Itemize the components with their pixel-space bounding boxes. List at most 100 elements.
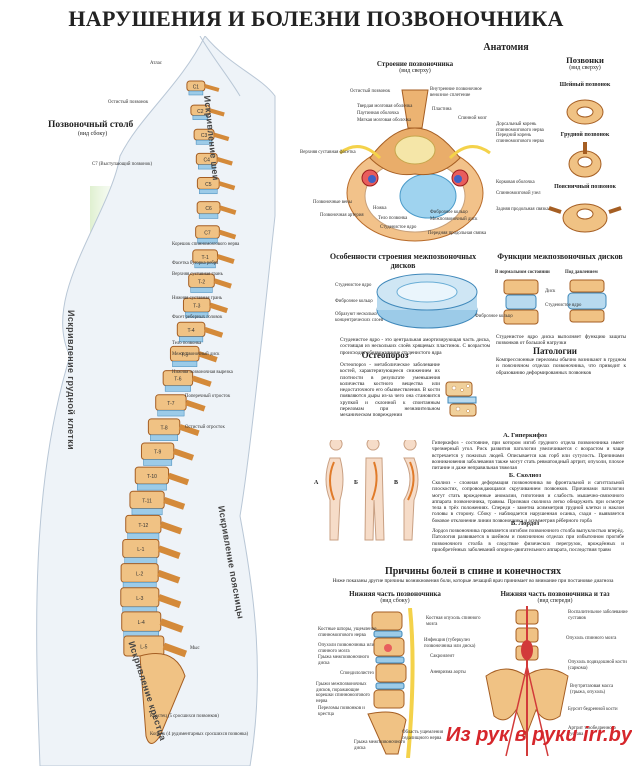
intervertebral-disc [164, 385, 191, 392]
anatomy-label-20: Передняя продольная связка [428, 231, 487, 236]
spinous-process [209, 302, 228, 314]
vertebra-label: L-4 [138, 620, 145, 626]
pain-label-0: Костные шпоры, ущемление спинномозгового… [318, 627, 377, 638]
osteoporosis-heading: Остеопороз [361, 350, 409, 360]
vertebra-label: T-5 [181, 352, 188, 358]
column-label-13: Мыс [190, 646, 200, 651]
pain-label-5: Переломы позвонков и крестца [318, 706, 365, 717]
vertebra-label: T-10 [147, 474, 157, 480]
page-title: НАРУШЕНИЯ И БОЛЕЗНИ ПОЗВОНОЧНИКА [68, 6, 564, 31]
functions-label-nucleus: Студенистое ядро [545, 303, 582, 308]
pain-label-1: Опухоли позвоночника или спинного мозга [318, 643, 375, 654]
intervertebral-disc [188, 90, 204, 96]
vertebra-label: L-2 [136, 571, 143, 577]
pathology-intro: Компрессионные переломы обычно возникают… [496, 357, 626, 376]
vertebra-label: L-1 [137, 547, 144, 553]
cervical-label: Шейный позвонок [559, 82, 611, 88]
spinous-process [185, 399, 206, 412]
column-subheading: (вид сбоку) [78, 131, 108, 137]
functions-text: Студенистое ядро диска выполняет функцию… [496, 334, 626, 347]
pain-label-8: Костная опухоль спинного мозга [426, 616, 481, 627]
column-label-0: Атлас [150, 61, 162, 66]
vertebra-label: C7 [204, 231, 211, 237]
anatomy-label-15: Фиброзное кольцо [430, 210, 468, 215]
functions-normal: В нормальном состоянии [495, 270, 550, 275]
spinous-process [157, 569, 181, 584]
spinous-process [163, 496, 186, 510]
figure-a-letter: А [314, 480, 319, 486]
vertebra-label: T-2 [198, 279, 205, 285]
vertebra-types [548, 99, 622, 233]
disc-text: Студенистое ядро - это центральная аморт… [340, 337, 490, 356]
spinous-process [209, 108, 225, 117]
functions-pressure: Под давлением [565, 270, 598, 275]
anatomy-label-16: Межпозвоночный диск [430, 217, 478, 222]
vertebra-label: L-3 [136, 596, 143, 602]
spinous-process [172, 448, 195, 461]
spinous-process [216, 156, 233, 166]
spinous-process [204, 84, 220, 92]
structure-sub: (вид сверху) [399, 68, 431, 74]
spinous-process [219, 205, 237, 215]
pain-left-title: Нижняя часть позвоночника [349, 590, 441, 598]
vertebra-label: C2 [197, 109, 204, 115]
disc-label-layers: Образуют несколько концентрических слоев [335, 312, 384, 323]
vertebra-label: L-5 [140, 645, 147, 651]
anatomy-label-11: Позвоночная артерия [320, 213, 364, 218]
disc-label-nucleus: Студенистое ядро [335, 283, 372, 288]
posture-figures [325, 440, 419, 541]
pain-label-6: Область ущемления седалищного нерва [402, 730, 444, 741]
vertebra-label: T-9 [154, 450, 161, 456]
column-label-8: Тело позвонка [172, 341, 202, 346]
anatomy-heading: Анатомия [483, 42, 529, 53]
pain-right-sub: (вид спереди) [537, 598, 573, 604]
spine-illustration: C1C2C3C4C5C6C7T-1T-2T-3T-4T-5T-6T-7T-8T-… [36, 36, 276, 766]
pain-label-11: Аневризма аорты [430, 670, 466, 675]
intervertebral-disc [127, 532, 160, 540]
spinous-process [167, 472, 190, 486]
disc-heading: Особенности строения межпозвоночных диск… [329, 252, 477, 270]
column-label-9: Межпозвоночный диск [172, 352, 220, 357]
vertebra-label: C4 [204, 158, 211, 164]
anatomy-label-12: Ножка [373, 206, 387, 211]
sacrum [139, 653, 186, 744]
pathology-a-text: Гиперкифоз - состояние, при котором изги… [432, 440, 624, 472]
anatomy-label-19: Задняя продольная связка [496, 207, 549, 212]
pain-label-12: Воспалительное заболевание суставов [568, 610, 628, 621]
column-label-2: C7 (Выступающий позвонок) [92, 162, 153, 167]
pain-right-title: Нижняя часть позвоночника и таз [500, 590, 610, 598]
vertebra-label: T-1 [202, 255, 209, 261]
intervertebral-disc [198, 164, 216, 170]
anatomy-label-7: Дорсальный корень спинномозгового нерва [496, 122, 544, 133]
spinous-process [216, 254, 235, 264]
disc-label-annulus: Фиброзное кольцо [335, 299, 373, 304]
intervertebral-disc [131, 508, 163, 516]
figure-b-letter: Б [354, 480, 358, 486]
spinous-process [191, 375, 212, 387]
osteoporosis-text: Остеопороз - метаболическое заболевание … [340, 362, 440, 419]
vertebrae-sub: (вид сверху) [569, 65, 601, 71]
vertebra-label: C3 [201, 133, 208, 139]
vertebra-label: T-11 [142, 498, 152, 504]
column-label-5: Верхняя суставная грань [172, 272, 223, 277]
pathology-b-text: Сколиоз - сложная деформация позвоночник… [432, 480, 624, 524]
thoracic-label: Грудной позвонок [560, 132, 610, 138]
anatomy-label-2: Паутинная оболочка [357, 111, 399, 116]
spinous-process [218, 181, 236, 191]
pain-label-10: Сакроилеит [430, 654, 455, 659]
intervertebral-disc [150, 434, 179, 441]
vertebra-top-view [339, 89, 491, 242]
intervertebral-disc [157, 410, 185, 417]
column-label-6: Нижняя суставная грань [172, 296, 223, 301]
spinous-process [213, 132, 230, 142]
vertebra-label: T-8 [160, 425, 167, 431]
anatomy-label-18: Спинномозговой узел [496, 191, 541, 196]
pathology-c-title: В. Лордоз [510, 520, 540, 527]
spinous-process [178, 424, 200, 437]
spinous-process [204, 326, 224, 338]
functions-heading: Функции межпозвоночных дисков [497, 252, 623, 261]
spinous-process [198, 351, 218, 363]
watermark: Из рук в руки irr.by [446, 724, 632, 746]
anatomy-label-14: Студенистое ядро [380, 225, 417, 230]
spinous-process [159, 618, 184, 633]
